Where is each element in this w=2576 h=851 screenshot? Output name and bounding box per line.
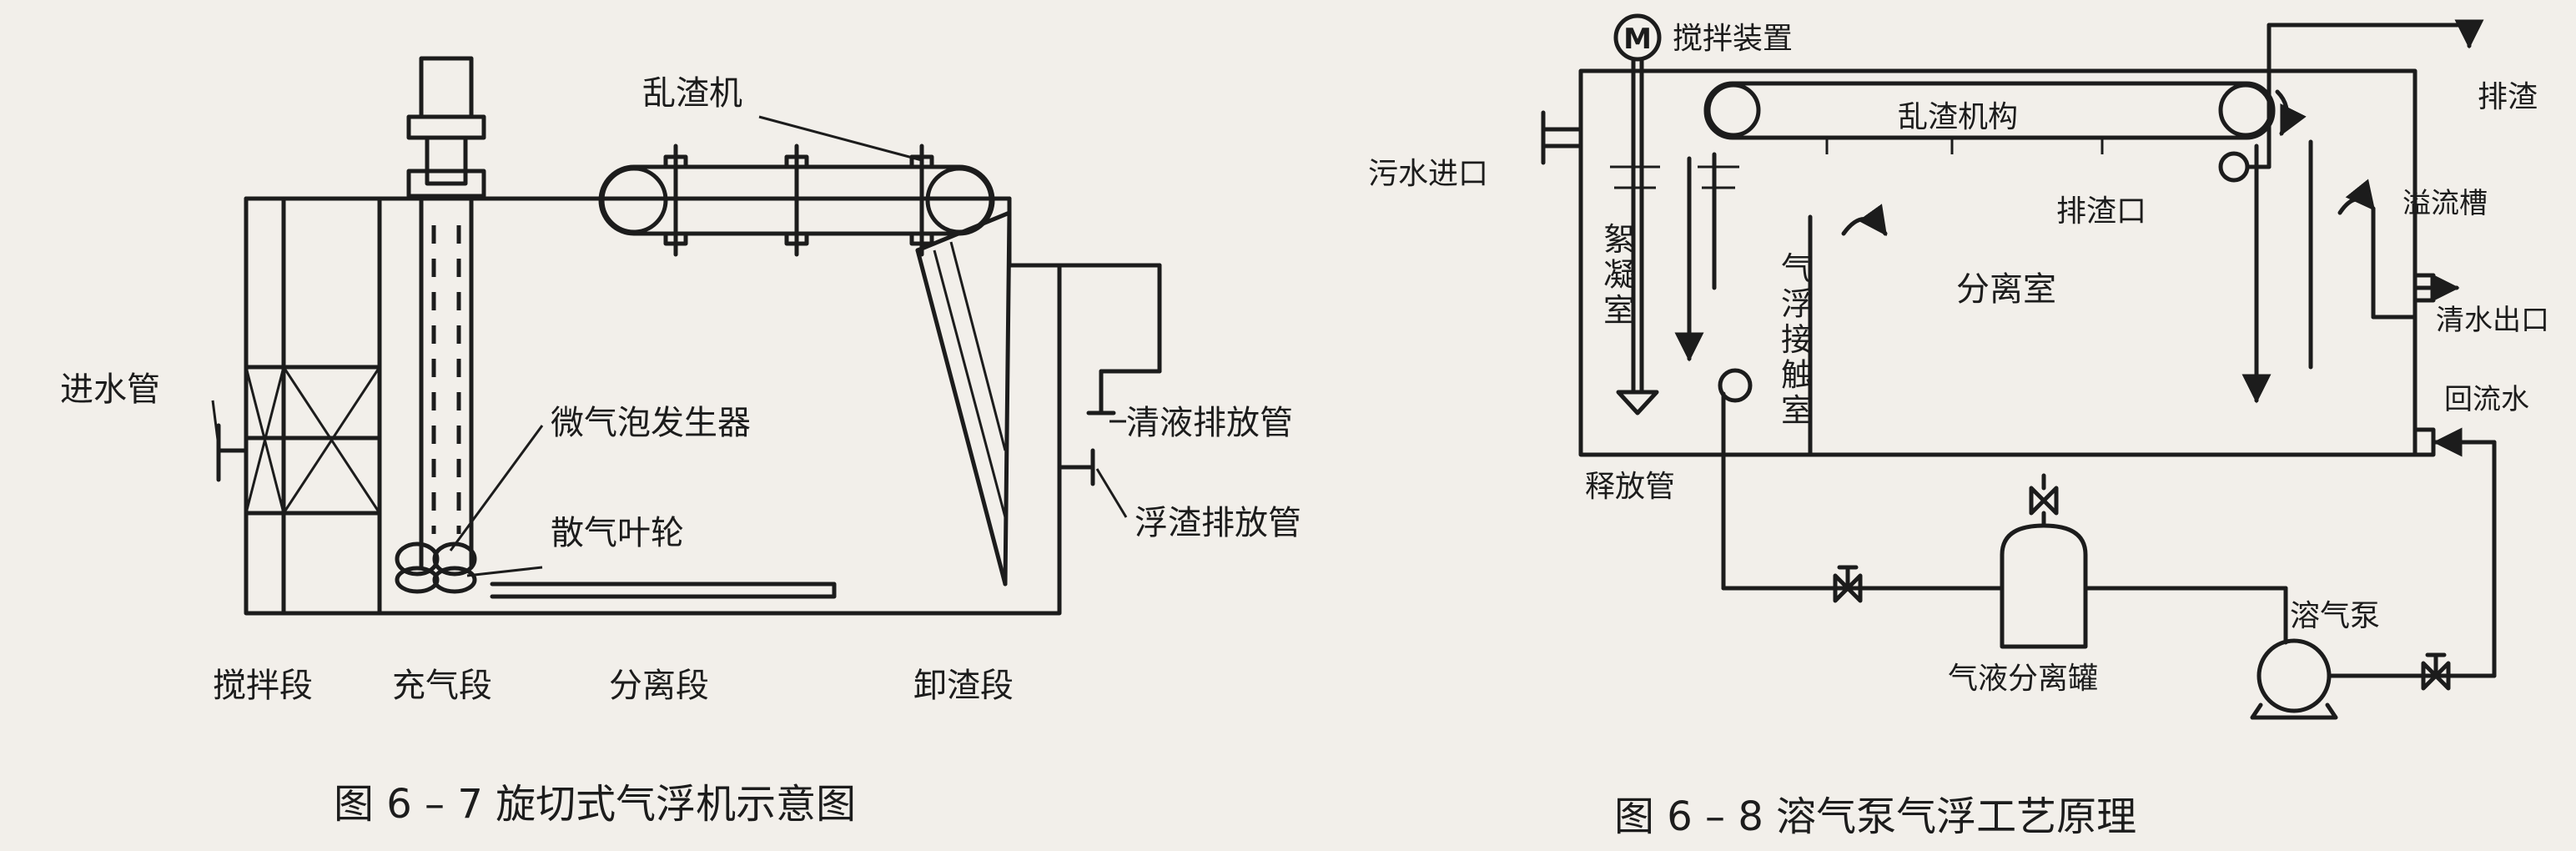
caption-figure-6-7: 图 6 – 7 旋切式气浮机示意图 (334, 781, 856, 828)
clear-liquid-pipe (1086, 369, 1162, 415)
label-scum-discharge: 排渣 (2478, 80, 2538, 114)
label-microbubble-generator: 微气泡发生器 (551, 404, 751, 442)
section-label-discharge: 卸渣段 (913, 667, 1014, 705)
scum-outlet (2218, 19, 2484, 183)
flocculation-chamber (1610, 152, 1739, 362)
figure-6-7: 乱渣机 进水管 微气泡发生器 散气叶轮 清液排放管 浮渣排放管 搅拌段 充气段 … (60, 56, 1301, 828)
mixing-section (244, 196, 382, 616)
inlet-pipe (216, 423, 249, 482)
scum-hopper (915, 210, 1012, 587)
aeration-column (395, 56, 486, 594)
sewage-inlet-pipe (1541, 110, 1583, 165)
motor-symbol: M (1623, 23, 1652, 56)
label-aeration-impeller: 散气叶轮 (551, 514, 684, 552)
label-return-water: 回流水 (2444, 383, 2529, 416)
bottom-baffle (490, 582, 837, 599)
skimmer-belt (598, 144, 995, 257)
section-label-aeration: 充气段 (392, 667, 492, 705)
label-clear-liquid-pipe: 清液排放管 (1126, 404, 1293, 442)
label-mixer: 搅拌装置 (1673, 22, 1793, 56)
label-flocculation-chamber: 絮凝室 (1603, 221, 1635, 329)
section-label-separation: 分离段 (609, 667, 709, 705)
label-overflow-tank: 溢流槽 (2402, 187, 2488, 220)
section-label-mixing: 搅拌段 (213, 667, 313, 705)
leader-generator (449, 425, 544, 551)
aeration-impeller-icon (395, 541, 477, 594)
leader-scum (1095, 468, 1128, 518)
return-water-port (2412, 427, 2436, 457)
label-inlet-pipe: 进水管 (60, 370, 160, 409)
mixer-device: M (1613, 13, 1662, 415)
label-gas-liquid-tank: 气液分离罐 (1948, 662, 2098, 696)
recycle-piping (1718, 368, 2497, 720)
label-skimmer: 乱渣机 (642, 74, 742, 113)
valve-icon (1833, 565, 1863, 603)
motor-icon (1613, 13, 1662, 62)
valve-icon (2421, 652, 2451, 691)
label-skimmer-mechanism: 乱渣机构 (1898, 100, 2018, 134)
release-pipe-icon (1718, 368, 1753, 403)
label-sewage-inlet: 污水进口 (1368, 157, 1488, 191)
label-dissolved-air-pump: 溶气泵 (2290, 599, 2380, 633)
label-scum-pipe: 浮渣排放管 (1135, 504, 1301, 542)
label-separation-chamber: 分离室 (1956, 270, 2056, 309)
label-release-pipe: 释放管 (1585, 470, 1675, 504)
leader-inlet (211, 400, 220, 447)
scum-pipe (1057, 448, 1095, 486)
contact-flow-arrow (1841, 204, 1888, 236)
gas-liquid-tank-icon (2000, 473, 2088, 649)
leader-impeller (466, 566, 543, 577)
leader-skimmer (758, 115, 923, 162)
overflow-tank (2337, 179, 2460, 320)
main-tank (1578, 68, 2418, 457)
dissolved-air-pump-icon (2250, 638, 2338, 720)
label-contact-chamber: 气浮接触室 (1781, 250, 1813, 429)
label-scum-outlet: 排渣口 (2056, 194, 2146, 229)
caption-figure-6-8: 图 6 – 8 溶气泵气浮工艺原理 (1614, 793, 2136, 840)
figure-6-8: M (1368, 13, 2549, 840)
label-clear-water-outlet: 清水出口 (2436, 304, 2549, 337)
